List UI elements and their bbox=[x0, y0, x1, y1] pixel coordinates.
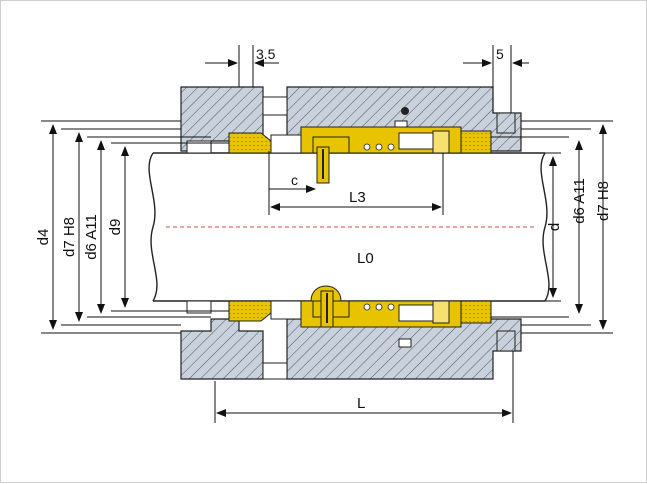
dim-label-d9: d9 bbox=[107, 219, 124, 236]
dim-label-c: c bbox=[291, 172, 298, 188]
dim-label-3-5: 3.5 bbox=[256, 46, 276, 62]
dim-label-d6a11-left: d6 A11 bbox=[83, 214, 100, 260]
seal-bottom bbox=[186, 285, 492, 328]
dimension-lines bbox=[41, 45, 613, 423]
dim-label-d6a11-right: d6 A11 bbox=[571, 178, 588, 224]
dim-label-d7h8-right: d7 H8 bbox=[595, 181, 612, 221]
dim-label-5: 5 bbox=[496, 46, 504, 62]
dim-label-l: L bbox=[357, 395, 365, 412]
seal-top bbox=[186, 126, 492, 184]
dim-label-d7h8-left: d7 H8 bbox=[61, 217, 78, 257]
dim-label-d4: d4 bbox=[35, 229, 52, 246]
dim-label-l3: L3 bbox=[349, 189, 366, 206]
dim-label-l0: L0 bbox=[357, 250, 374, 267]
housing-bottom bbox=[180, 318, 522, 380]
shaft bbox=[148, 152, 550, 302]
dim-label-d: d bbox=[546, 223, 563, 231]
